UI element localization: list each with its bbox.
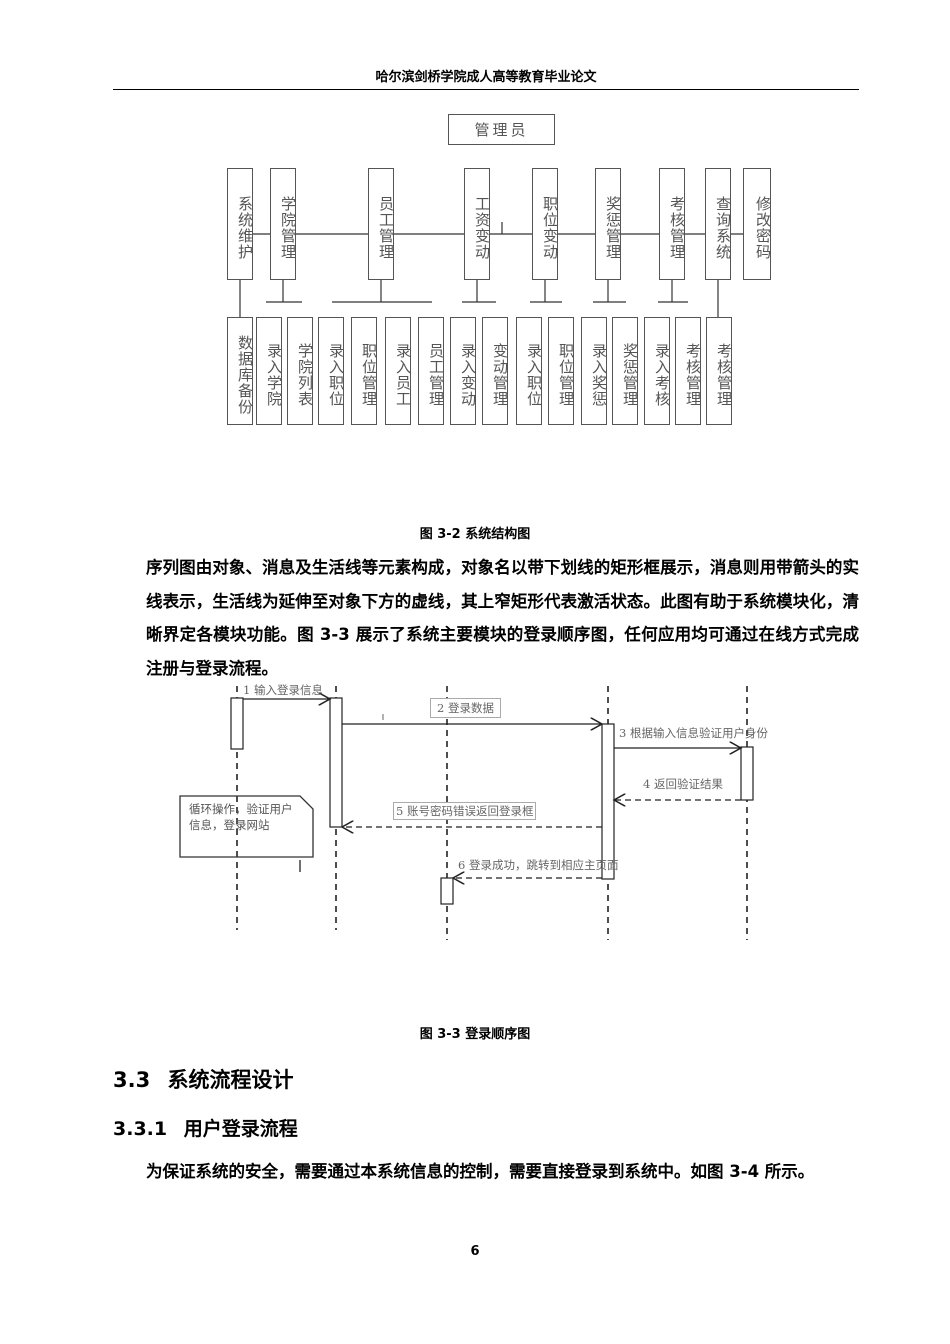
message-3-label: 3 根据输入信息验证用户身份 bbox=[619, 726, 768, 740]
submodule-box: 职位管理 bbox=[351, 317, 378, 425]
page-number: 6 bbox=[470, 1244, 480, 1259]
submodule-box: 变动管理 bbox=[482, 317, 509, 425]
section-heading: 3.3 系统流程设计 bbox=[113, 1064, 294, 1094]
root-node-label: 管理员 bbox=[474, 121, 529, 139]
figure-3-2-caption: 图 3-2 系统结构图 bbox=[419, 527, 531, 542]
body-paragraph: 序列图由对象、消息及生活线等元素构成，对象名以带下划线的矩形框展示，消息则用带箭… bbox=[113, 551, 859, 685]
paragraph-text: 序列图由对象、消息及生活线等元素构成，对象名以带下划线的矩形框展示，消息则用带箭… bbox=[146, 558, 859, 678]
subsection-heading: 3.3.1 用户登录流程 bbox=[113, 1114, 298, 1141]
module-box: 考核管理 bbox=[659, 168, 686, 280]
submodule-box: 考核管理 bbox=[706, 317, 733, 425]
sequence-lines bbox=[179, 686, 754, 940]
module-box: 修改密码 bbox=[743, 168, 772, 280]
message-5-label: 5 账号密码错误返回登录框 bbox=[393, 802, 537, 820]
subsection-number: 3.3.1 bbox=[113, 1118, 168, 1140]
section-title: 系统流程设计 bbox=[167, 1068, 294, 1092]
submodule-box: 考核管理 bbox=[675, 317, 702, 425]
submodule-box: 数据库备份 bbox=[227, 317, 254, 425]
message-4-label: 4 返回验证结果 bbox=[643, 777, 723, 791]
module-box: 系统维护 bbox=[227, 168, 254, 280]
section-number: 3.3 bbox=[113, 1068, 151, 1092]
message-2-label: 2 登录数据 bbox=[430, 698, 501, 718]
submodule-box: 录入学院 bbox=[256, 317, 283, 425]
module-box: 学院管理 bbox=[270, 168, 297, 280]
body-paragraph-2: 为保证系统的安全，需要通过本系统信息的控制，需要直接登录到系统中。如图 3-4 … bbox=[113, 1155, 859, 1189]
loop-note: 循环操作，验证用户信息，登录网站 bbox=[189, 802, 293, 832]
running-header: 哈尔滨剑桥学院成人高等教育毕业论文 bbox=[375, 70, 597, 85]
module-box: 奖惩管理 bbox=[595, 168, 622, 280]
submodule-box: 录入员工 bbox=[385, 317, 412, 425]
module-box: 工资变动 bbox=[464, 168, 491, 280]
module-box: 查询系统 bbox=[705, 168, 732, 280]
submodule-box: 录入奖惩 bbox=[581, 317, 608, 425]
submodule-box: 奖惩管理 bbox=[612, 317, 639, 425]
submodule-box: 学院列表 bbox=[287, 317, 314, 425]
root-node-box: 管理员 bbox=[448, 114, 555, 145]
structure-lines bbox=[228, 222, 770, 317]
submodule-box: 录入职位 bbox=[516, 317, 543, 425]
submodule-box: 录入职位 bbox=[318, 317, 345, 425]
submodule-box: 职位管理 bbox=[548, 317, 575, 425]
message-1-label: 1 输入登录信息 bbox=[243, 683, 323, 697]
header-rule bbox=[113, 89, 859, 90]
submodule-box: 录入考核 bbox=[644, 317, 671, 425]
message-6-label: 6 登录成功，跳转到相应主页面 bbox=[458, 858, 619, 872]
figure-3-3-caption: 图 3-3 登录顺序图 bbox=[419, 1027, 531, 1042]
module-box: 员工管理 bbox=[368, 168, 395, 280]
paragraph-text: 为保证系统的安全，需要通过本系统信息的控制，需要直接登录到系统中。如图 3-4 … bbox=[146, 1162, 815, 1181]
submodule-box: 员工管理 bbox=[418, 317, 445, 425]
module-box: 职位变动 bbox=[532, 168, 559, 280]
subsection-title: 用户登录流程 bbox=[183, 1118, 298, 1140]
submodule-box: 录入变动 bbox=[450, 317, 477, 425]
